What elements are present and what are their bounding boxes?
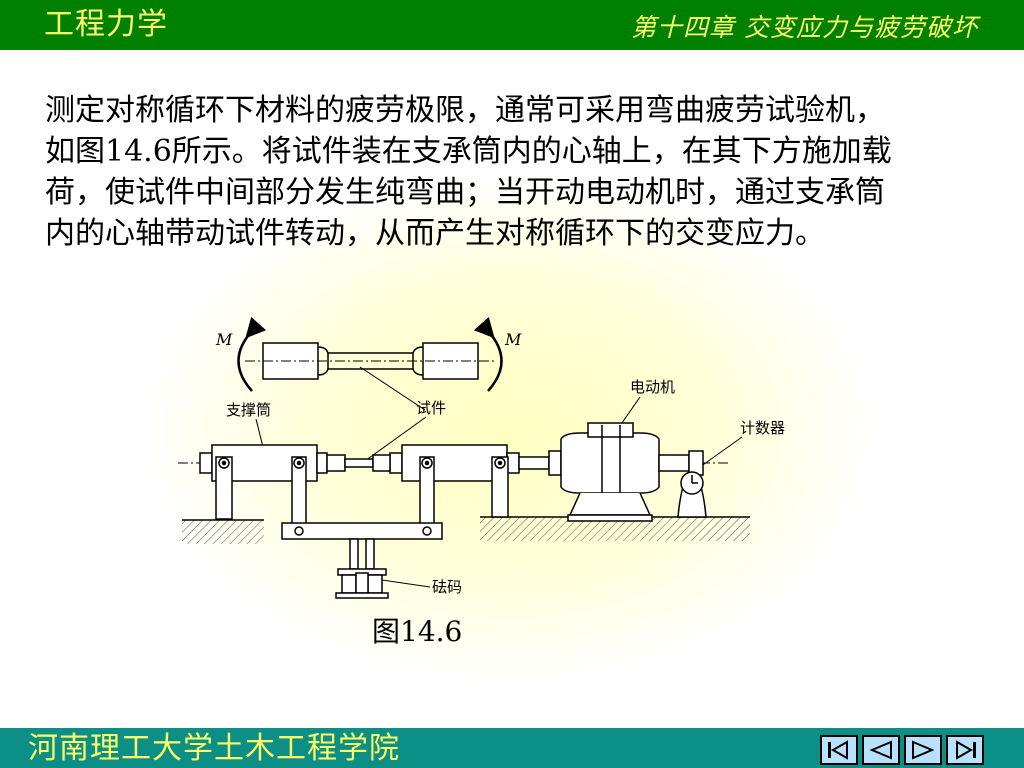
moment-label-left: M: [215, 330, 233, 349]
support-tube-label: 支撑筒: [226, 401, 271, 419]
chapter-title: 第十四章 交变应力与疲劳破坏: [631, 13, 978, 42]
fatigue-testing-machine-diagram: M M 支撑筒 试件 电动机 计数器 砝码: [178, 316, 785, 599]
app-title: 工程力学: [44, 7, 168, 42]
last-page-icon: [956, 740, 976, 760]
next-page-icon: [912, 740, 935, 760]
counter-device: [677, 471, 707, 518]
specimen-label: 试件: [416, 399, 446, 417]
weights: [335, 568, 389, 599]
ground: [182, 516, 750, 544]
specimen-in-machine: [326, 454, 391, 472]
next-page-button[interactable]: [904, 735, 942, 765]
figure-caption: 图14.6: [372, 615, 463, 648]
last-page-button[interactable]: [946, 735, 984, 765]
institution-name: 河南理工大学土木工程学院: [28, 731, 400, 766]
body-paragraph: 测定对称循环下材料的疲劳极限，通常可采用弯曲疲劳试验机，如图14.6所示。将试件…: [45, 93, 892, 251]
weights-label: 砝码: [432, 578, 462, 596]
previous-page-icon: [869, 740, 892, 760]
title-bar: 工程力学 第十四章 交变应力与疲劳破坏: [0, 0, 1024, 50]
motor-label: 电动机: [630, 378, 675, 396]
supports-and-linkages: [215, 456, 509, 570]
moment-label-right: M: [504, 330, 522, 349]
first-page-icon: [828, 740, 848, 760]
electric-motor: [518, 422, 704, 522]
first-page-button[interactable]: [820, 735, 858, 765]
previous-page-button[interactable]: [862, 735, 900, 765]
counter-label: 计数器: [740, 419, 785, 437]
slide-navigation: [820, 735, 984, 765]
specimen-detail: [237, 316, 503, 411]
